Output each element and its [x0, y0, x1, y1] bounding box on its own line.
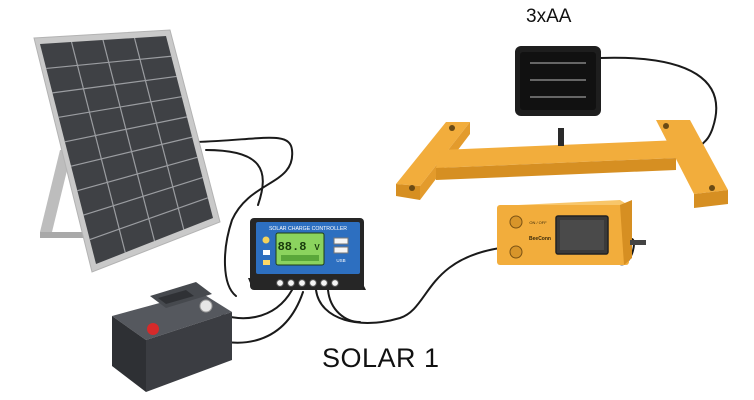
diagram-title: SOLAR 1: [322, 343, 440, 373]
panel-grid-row-line: [46, 55, 172, 70]
beeconn-brand: BeeConn: [529, 236, 551, 242]
usb-port-1: [333, 237, 349, 245]
solar-panel: [33, 29, 221, 273]
aa-cells: [530, 62, 586, 98]
solar-icon: [262, 236, 270, 244]
panel-grid-col-line: [133, 37, 185, 230]
lead-acid-battery: [112, 282, 232, 392]
usb-port-2: [333, 246, 349, 254]
panel-stand: [40, 150, 72, 232]
load-icon: [263, 260, 270, 265]
stand-post: [558, 128, 564, 146]
wire-aa-to-stand: [599, 56, 718, 151]
controller-terminal: [287, 279, 295, 287]
aa-battery-pack: [515, 46, 601, 116]
wire-panel-to-controller-2: [205, 149, 264, 206]
stand-right-foot: [656, 120, 728, 194]
controller-terminal: [320, 279, 328, 287]
charge-controller: SOLAR CHARGE CONTROLLER 88.8 V USB: [248, 218, 366, 290]
controller-terminal: [298, 279, 306, 287]
beeconn-button-bottom: [509, 245, 523, 259]
mounting-stand: [396, 120, 728, 208]
lcd-bar-icons: [281, 255, 319, 261]
controller-terminals: [276, 279, 339, 287]
panel-grid-row-line: [83, 176, 203, 216]
usb-label: USB: [336, 258, 345, 263]
panel-grid-row-line: [64, 116, 188, 143]
panel-grid-col-line: [102, 39, 156, 242]
controller-terminal: [309, 279, 317, 287]
panel-grid-row-line: [89, 197, 208, 241]
controller-terminal: [331, 279, 339, 287]
beeconn-antenna: [630, 240, 646, 245]
lcd-readout: 88.8: [278, 240, 307, 254]
panel-grid-lines: [46, 37, 208, 253]
battery-positive-terminal: [147, 323, 159, 335]
panel-grid-row-line: [58, 96, 182, 118]
beeconn-unit: ON / OFF BeeConn: [497, 200, 646, 265]
battery-icon: [263, 250, 270, 255]
wires: [195, 56, 718, 344]
panel-cells: [40, 36, 213, 264]
panel-grid-row-line: [70, 136, 193, 167]
controller-header: SOLAR CHARGE CONTROLLER: [269, 226, 347, 232]
controller-terminal: [276, 279, 284, 287]
panel-grid-col-line: [70, 41, 126, 253]
panel-grid-row-line: [52, 75, 177, 94]
battery-negative-terminal: [199, 299, 213, 313]
stand-left-foot: [396, 122, 470, 186]
battery-pack-label: 3xAA: [526, 6, 572, 27]
wire-controller-to-beecon: [315, 247, 501, 324]
beeconn-switch-label: ON / OFF: [529, 220, 547, 225]
wire-controller-load-2: [327, 289, 361, 323]
wire-panel-to-controller: [195, 136, 294, 297]
lcd-unit: V: [314, 243, 320, 252]
beeconn-button-top: [509, 215, 523, 229]
panel-grid-row-line: [77, 156, 198, 192]
stand-crossbar: [436, 140, 680, 168]
